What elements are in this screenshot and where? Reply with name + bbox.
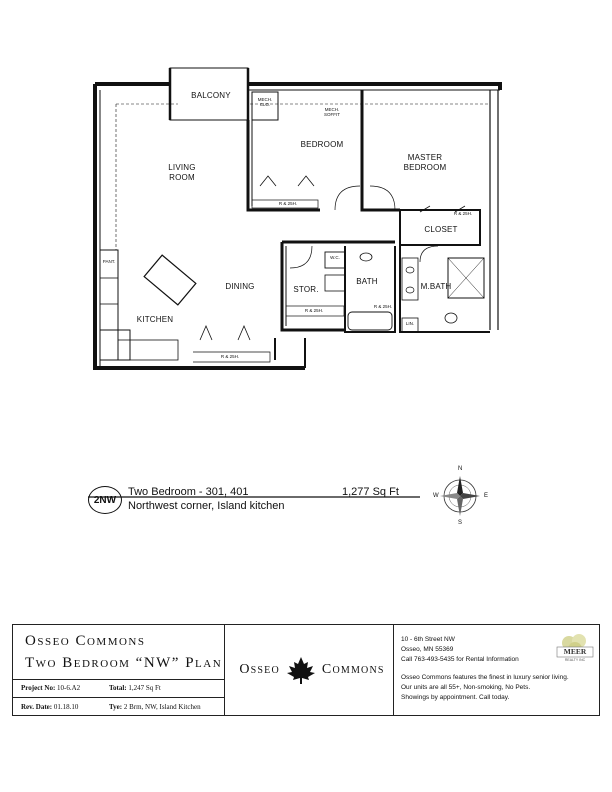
unit-tag: 2NW — [88, 486, 122, 514]
shelf-label: R & 25H. — [304, 308, 324, 313]
title-line-2: Two Bedroom “NW” Plan — [25, 655, 223, 671]
exterior-wall-west — [93, 84, 305, 370]
meer-realty-logo: MEER REALTY INC — [553, 633, 597, 665]
rental-phone: Call 763-493-5435 for Rental Information — [401, 656, 519, 663]
room-label-bath: BATH — [356, 277, 378, 286]
room-label-mech-soffit: MECH. SOFFIT — [324, 107, 340, 117]
room-label-master-bath: M.BATH — [420, 282, 452, 291]
unit-type: Tye: 2 Brm, NW, Island Kitchen — [109, 703, 201, 711]
shelf-label: R & 25H. — [373, 304, 393, 309]
compass-east: E — [484, 493, 489, 499]
exterior-wall — [95, 82, 502, 90]
description-2: Our units are all 55+, Non-smoking, No P… — [401, 684, 531, 691]
compass-north: N — [458, 466, 463, 472]
address-line-2: Osseo, MN 55369 — [401, 646, 454, 653]
room-label-master-bedroom: MASTER BEDROOM — [403, 153, 447, 172]
room-label-mech-clo: MECH. CLO. — [257, 97, 273, 107]
shelf-label: R & 25H. — [453, 211, 473, 216]
room-label-balcony: BALCONY — [191, 91, 231, 100]
room-label-pantry: PANT. — [102, 259, 116, 264]
room-label-storage: STOR. — [293, 285, 319, 294]
description-1: Osseo Commons features the finest in lux… — [401, 674, 569, 681]
title-block: Osseo Commons Two Bedroom “NW” Plan Proj… — [12, 624, 600, 716]
compass-west: W — [433, 493, 439, 499]
room-label-closet: CLOSET — [424, 225, 458, 234]
bedroom-wall — [246, 120, 320, 212]
title-line-1: Osseo Commons — [25, 633, 146, 649]
unit-sqft: 1,277 Sq Ft — [342, 486, 399, 498]
compass-south: S — [458, 520, 463, 526]
room-label-living-room: LIVING ROOM — [168, 163, 196, 182]
room-label-wc: W.C. — [330, 255, 340, 260]
exterior-wall-east — [489, 90, 499, 330]
unit-subtitle: Northwest corner, Island kitchen — [128, 500, 285, 512]
description-3: Showings by appointment. Call today. — [401, 694, 510, 701]
project-number: Project No: 10-6.A2 — [21, 684, 81, 692]
room-label-kitchen: KITCHEN — [136, 315, 174, 324]
compass-rose — [440, 476, 480, 516]
room-label-linen: LIN. — [405, 321, 415, 326]
kitchen-island — [143, 254, 197, 306]
brand-wordmark: Osseo Commons — [237, 655, 387, 685]
shelf-label: R & 25H. — [220, 354, 240, 359]
revision-date: Rev. Date: 01.18.10 — [21, 703, 79, 711]
address-line-1: 10 - 6th Street NW — [401, 636, 455, 643]
unit-title: Two Bedroom - 301, 401 — [128, 486, 249, 498]
room-label-bedroom: BEDROOM — [300, 140, 344, 149]
total-area: Total: 1,247 Sq Ft — [109, 684, 161, 692]
room-label-dining: DINING — [225, 282, 255, 291]
shelf-label: R & 25H. — [278, 201, 298, 206]
maple-leaf-icon — [286, 657, 315, 684]
